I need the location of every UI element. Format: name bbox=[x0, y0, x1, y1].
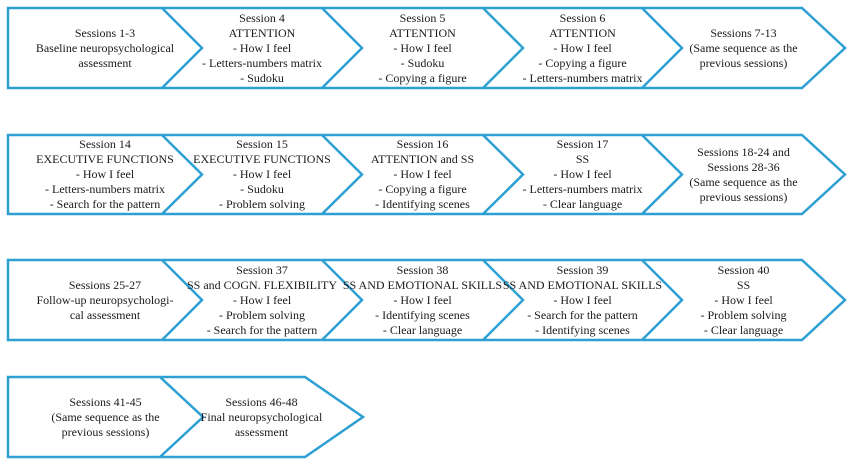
arrow-band-shape bbox=[6, 258, 847, 342]
chevron-divider bbox=[321, 7, 364, 89]
chevron-divider bbox=[161, 134, 204, 215]
chevron-divider bbox=[321, 134, 364, 215]
chevron-row-4 bbox=[6, 375, 366, 459]
chevron-row-1 bbox=[6, 6, 847, 90]
chevron-divider bbox=[321, 259, 364, 341]
arrow-band-shape bbox=[6, 6, 847, 90]
chevron-divider bbox=[159, 376, 205, 458]
chevron-divider bbox=[482, 134, 525, 215]
chevron-divider bbox=[161, 259, 204, 341]
chevron-divider bbox=[482, 7, 525, 89]
chevron-divider bbox=[482, 259, 525, 341]
chevron-row-2 bbox=[6, 133, 847, 216]
arrow-band-shape bbox=[6, 375, 366, 459]
chevron-divider bbox=[641, 134, 684, 215]
arrow-band-shape bbox=[6, 133, 847, 216]
chevron-divider bbox=[641, 259, 684, 341]
chevron-row-3 bbox=[6, 258, 847, 342]
chevron-divider bbox=[161, 7, 204, 89]
chevron-divider bbox=[641, 7, 684, 89]
